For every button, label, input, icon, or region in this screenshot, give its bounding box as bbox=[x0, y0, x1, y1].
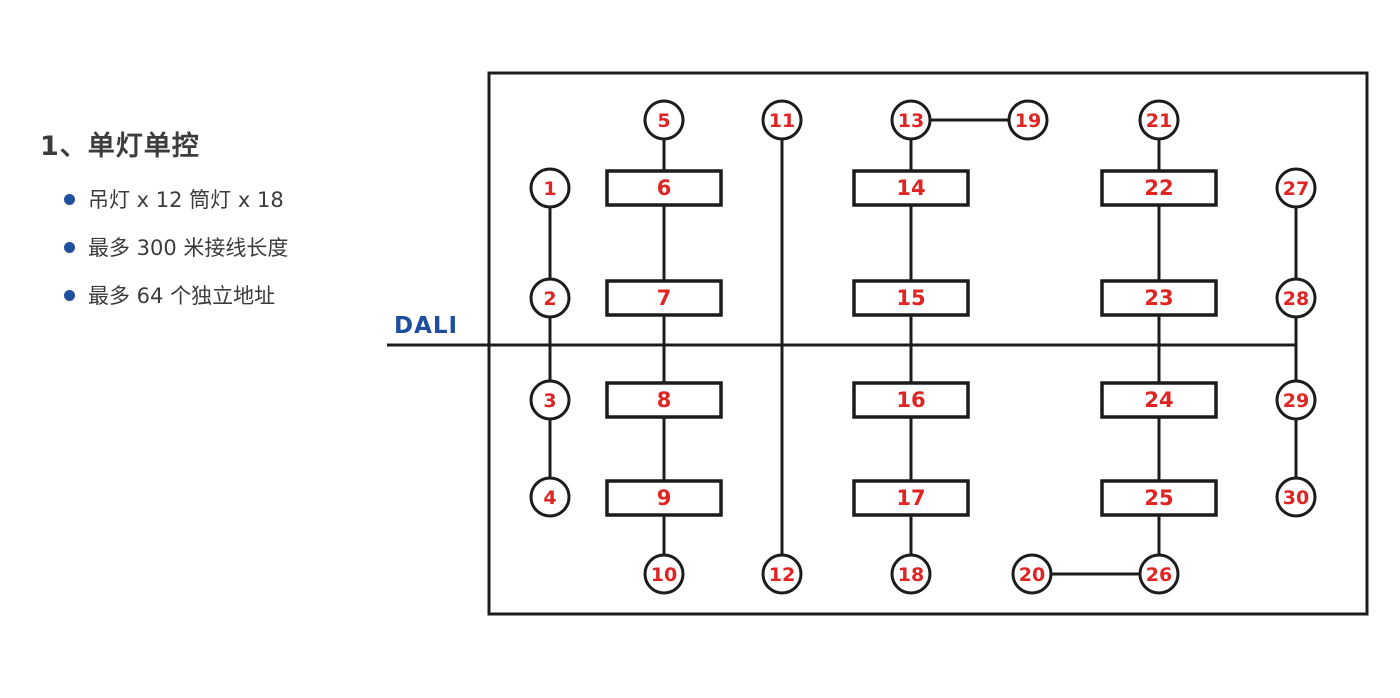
node-number: 17 bbox=[896, 486, 925, 510]
node-number: 29 bbox=[1283, 390, 1309, 412]
pendant-light-node-8: 8 bbox=[605, 381, 723, 419]
downlight-node-19: 19 bbox=[1007, 99, 1049, 141]
downlight-node-20: 20 bbox=[1011, 553, 1053, 595]
pendant-light-node-9: 9 bbox=[605, 479, 723, 517]
node-number: 21 bbox=[1146, 110, 1172, 132]
node-number: 25 bbox=[1144, 486, 1173, 510]
node-number: 10 bbox=[651, 564, 677, 586]
node-number: 3 bbox=[543, 390, 556, 412]
pendant-light-node-23: 23 bbox=[1100, 279, 1218, 317]
pendant-light-node-15: 15 bbox=[852, 279, 970, 317]
node-number: 11 bbox=[769, 110, 795, 132]
node-number: 1 bbox=[543, 178, 556, 200]
node-number: 26 bbox=[1146, 564, 1172, 586]
node-number: 5 bbox=[657, 110, 670, 132]
downlight-node-28: 28 bbox=[1275, 277, 1317, 319]
feature-panel: 1、单灯单控 吊灯 x 12 筒灯 x 18 最多 300 米接线长度 最多 6… bbox=[40, 124, 400, 331]
node-number: 7 bbox=[657, 286, 672, 310]
downlight-node-3: 3 bbox=[529, 379, 571, 421]
node-number: 12 bbox=[769, 564, 795, 586]
pendant-light-node-14: 14 bbox=[852, 169, 970, 207]
node-number: 6 bbox=[657, 176, 672, 200]
bullet-icon bbox=[64, 241, 75, 253]
node-number: 30 bbox=[1283, 487, 1309, 509]
node-number: 14 bbox=[896, 176, 925, 200]
feature-item: 最多 64 个独立地址 bbox=[64, 283, 400, 308]
node-number: 18 bbox=[898, 564, 924, 586]
downlight-node-1: 1 bbox=[529, 167, 571, 209]
node-number: 8 bbox=[657, 388, 672, 412]
feature-label: 最多 64 个独立地址 bbox=[88, 284, 276, 308]
pendant-light-node-7: 7 bbox=[605, 279, 723, 317]
downlight-node-27: 27 bbox=[1275, 167, 1317, 209]
pendant-light-node-22: 22 bbox=[1100, 169, 1218, 207]
pendant-light-node-6: 6 bbox=[605, 169, 723, 207]
node-number: 19 bbox=[1015, 110, 1041, 132]
pendant-light-node-25: 25 bbox=[1100, 479, 1218, 517]
feature-label: 最多 300 米接线长度 bbox=[88, 236, 289, 260]
downlight-node-29: 29 bbox=[1275, 379, 1317, 421]
downlight-node-13: 13 bbox=[890, 99, 932, 141]
section-title: 1、单灯单控 bbox=[40, 131, 200, 162]
node-number: 28 bbox=[1283, 288, 1309, 310]
downlight-node-11: 11 bbox=[761, 99, 803, 141]
node-number: 15 bbox=[896, 286, 925, 310]
downlight-node-4: 4 bbox=[529, 476, 571, 518]
node-number: 9 bbox=[657, 486, 672, 510]
node-number: 23 bbox=[1144, 286, 1173, 310]
downlight-node-18: 18 bbox=[890, 553, 932, 595]
downlight-node-26: 26 bbox=[1138, 553, 1180, 595]
downlight-node-5: 5 bbox=[643, 99, 685, 141]
system-frame bbox=[487, 71, 1369, 616]
node-number: 4 bbox=[543, 487, 556, 509]
node-number: 20 bbox=[1019, 564, 1045, 586]
feature-label: 吊灯 x 12 筒灯 x 18 bbox=[88, 188, 284, 212]
node-number: 22 bbox=[1144, 176, 1173, 200]
node-number: 16 bbox=[896, 388, 925, 412]
feature-item: 吊灯 x 12 筒灯 x 18 bbox=[64, 187, 400, 212]
downlight-node-12: 12 bbox=[761, 553, 803, 595]
pendant-light-node-16: 16 bbox=[852, 381, 970, 419]
downlight-node-30: 30 bbox=[1275, 476, 1317, 518]
feature-item: 最多 300 米接线长度 bbox=[64, 235, 400, 260]
bullet-icon bbox=[64, 289, 75, 301]
pendant-light-node-17: 17 bbox=[852, 479, 970, 517]
pendant-light-node-24: 24 bbox=[1100, 381, 1218, 419]
downlight-node-2: 2 bbox=[529, 277, 571, 319]
node-number: 13 bbox=[898, 110, 924, 132]
node-number: 27 bbox=[1283, 178, 1309, 200]
downlight-node-21: 21 bbox=[1138, 99, 1180, 141]
bullet-icon bbox=[64, 193, 75, 205]
downlight-node-10: 10 bbox=[643, 553, 685, 595]
node-number: 2 bbox=[543, 288, 556, 310]
node-number: 24 bbox=[1144, 388, 1173, 412]
dali-bus-label: DALI bbox=[394, 313, 459, 339]
